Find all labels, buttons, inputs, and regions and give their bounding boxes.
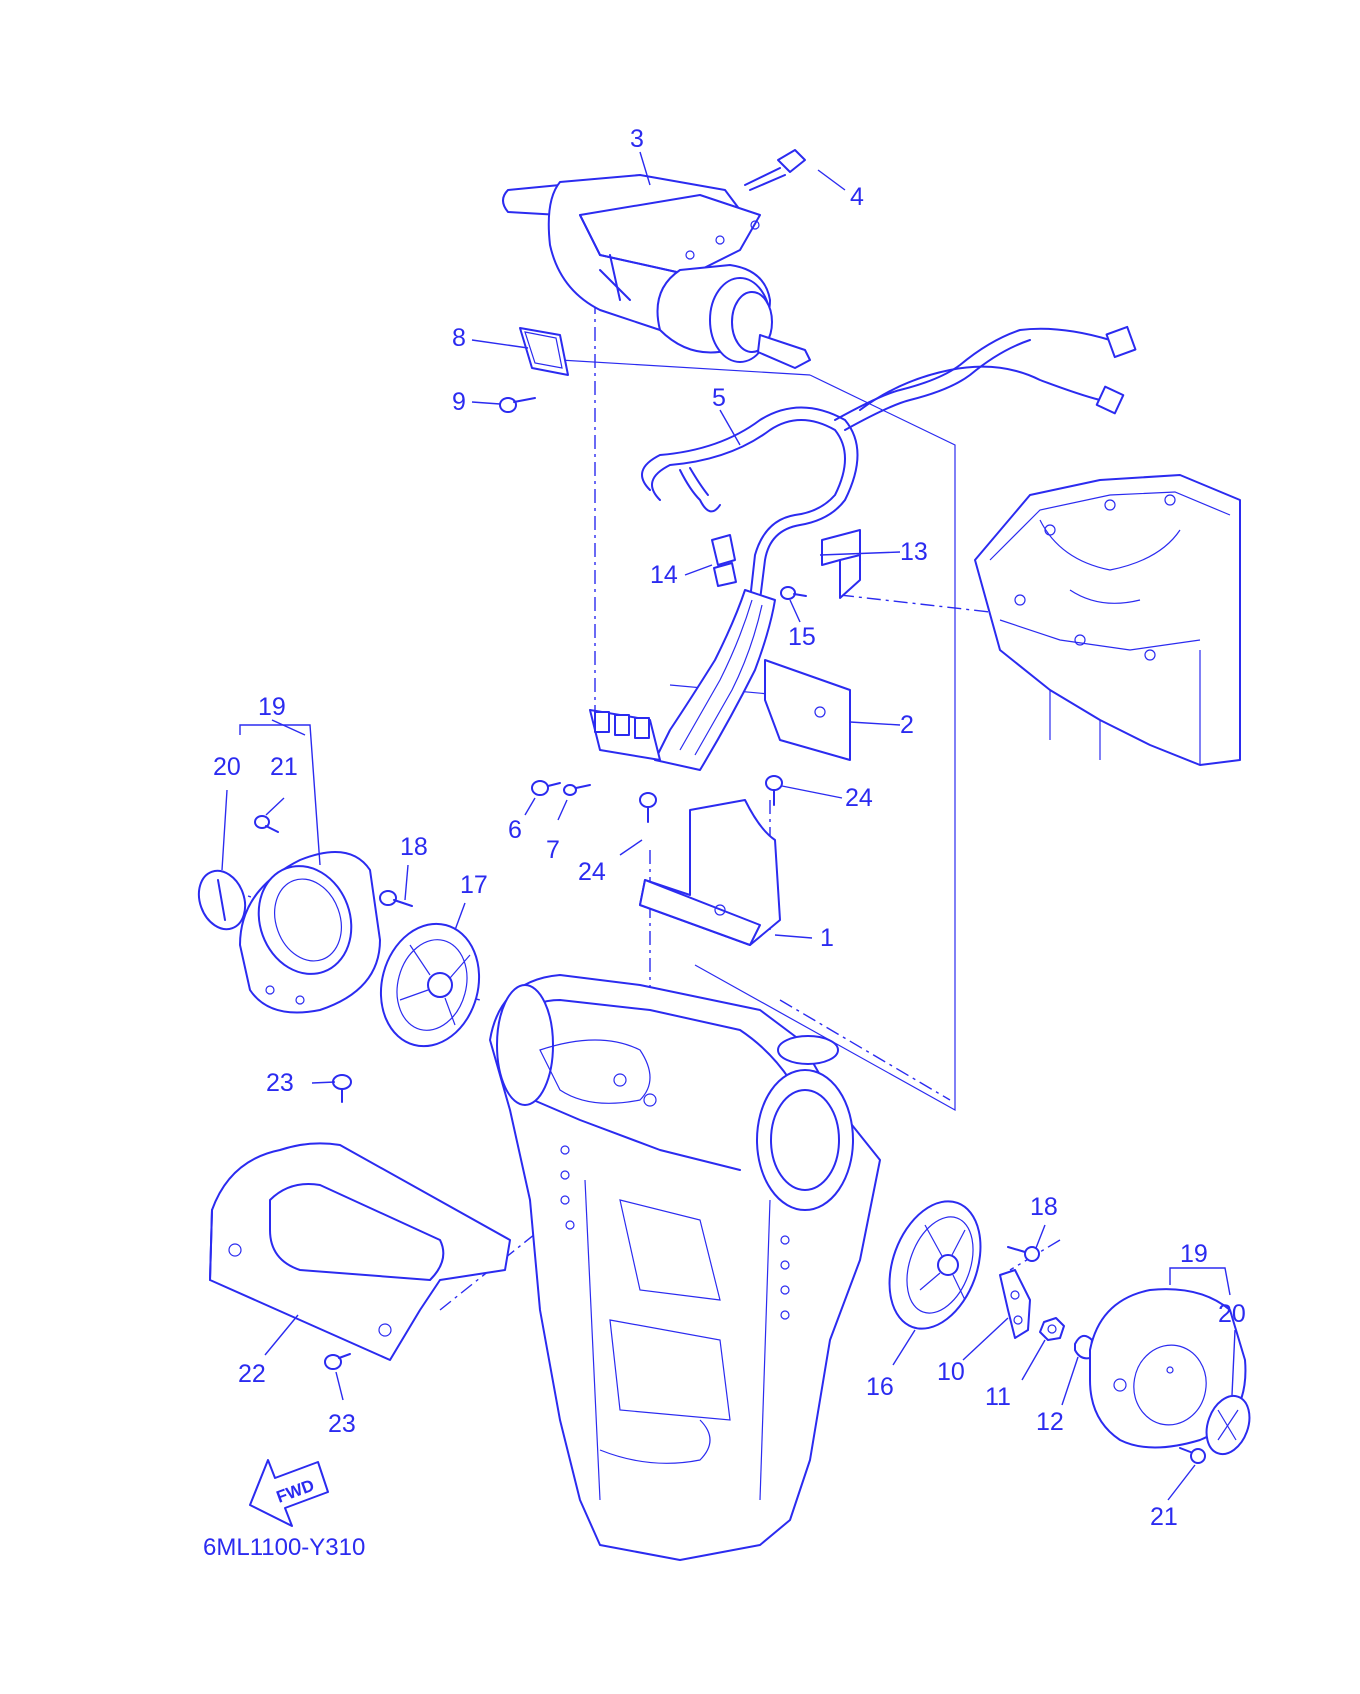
callout-17: 17 bbox=[460, 871, 488, 899]
callout-1: 1 bbox=[820, 924, 834, 952]
callout-9: 9 bbox=[452, 388, 466, 416]
callout-10: 10 bbox=[937, 1358, 965, 1386]
bolt-4 bbox=[744, 149, 806, 191]
callout-23a: 23 bbox=[266, 1069, 294, 1097]
rotor-16 bbox=[888, 1200, 982, 1330]
callout-24b: 24 bbox=[578, 858, 606, 886]
diagram-code: 6ML1100-Y310 bbox=[203, 1534, 365, 1561]
plate-10 bbox=[999, 1269, 1031, 1339]
screw-21-right bbox=[1179, 1447, 1206, 1464]
screw-9 bbox=[499, 397, 536, 413]
callout-4: 4 bbox=[850, 183, 864, 211]
rotor-17 bbox=[379, 922, 481, 1048]
callout-labels: 3 4 8 9 5 13 14 15 2 24 24 1 6 7 19 20 2… bbox=[213, 125, 1246, 1531]
callout-8: 8 bbox=[452, 324, 466, 352]
engine-block bbox=[974, 474, 1241, 766]
screw-15 bbox=[780, 586, 807, 600]
cap-20-left bbox=[197, 869, 247, 931]
bolt-18-right bbox=[1007, 1246, 1040, 1262]
bolt-24b bbox=[639, 792, 657, 823]
bolt-6 bbox=[531, 780, 561, 796]
nut-11 bbox=[1039, 1317, 1065, 1341]
callout-11: 11 bbox=[985, 1383, 1011, 1411]
callout-23b: 23 bbox=[328, 1410, 356, 1438]
cover-22 bbox=[209, 1142, 511, 1361]
bracket-1 bbox=[639, 799, 781, 946]
swivel-bracket-body bbox=[489, 974, 881, 1561]
cover-19-left bbox=[239, 851, 381, 1014]
callout-2: 2 bbox=[900, 711, 914, 739]
cap-20-right bbox=[1205, 1394, 1251, 1456]
callout-24a: 24 bbox=[845, 784, 873, 812]
callout-14: 14 bbox=[650, 561, 678, 589]
bolt-18-left bbox=[379, 890, 413, 907]
callout-19-left: 19 bbox=[258, 693, 286, 721]
callout-21-right: 21 bbox=[1150, 1503, 1178, 1531]
callout-12: 12 bbox=[1036, 1408, 1064, 1436]
callout-6: 6 bbox=[508, 816, 522, 844]
wire-harness-5 bbox=[641, 325, 1137, 771]
connector-block bbox=[589, 709, 661, 761]
callout-7: 7 bbox=[546, 836, 560, 864]
callout-13: 13 bbox=[900, 538, 928, 566]
callout-19-right: 19 bbox=[1180, 1240, 1208, 1268]
screw-21-left bbox=[254, 815, 279, 833]
plate-8 bbox=[519, 327, 569, 376]
leader-lines bbox=[221, 151, 1236, 1501]
bolt-23a bbox=[332, 1074, 352, 1103]
trim-motor-unit bbox=[502, 174, 811, 369]
callout-15: 15 bbox=[788, 623, 816, 651]
callout-22: 22 bbox=[238, 1360, 266, 1388]
callout-20-right: 20 bbox=[1218, 1300, 1246, 1328]
callout-21-left: 21 bbox=[270, 753, 298, 781]
bolt-24a bbox=[765, 775, 783, 806]
callout-3: 3 bbox=[630, 125, 644, 153]
callout-16: 16 bbox=[866, 1373, 894, 1401]
callout-18-right: 18 bbox=[1030, 1193, 1058, 1221]
bolt-23b bbox=[324, 1353, 351, 1370]
bolt-7 bbox=[563, 784, 591, 796]
clamp-14 bbox=[711, 534, 737, 587]
callout-18-left: 18 bbox=[400, 833, 428, 861]
fwd-arrow-icon: FWD bbox=[249, 1459, 329, 1527]
callout-5: 5 bbox=[712, 384, 726, 412]
bracket-13 bbox=[821, 529, 861, 599]
callout-20-left: 20 bbox=[213, 753, 241, 781]
plate-2 bbox=[764, 659, 851, 761]
